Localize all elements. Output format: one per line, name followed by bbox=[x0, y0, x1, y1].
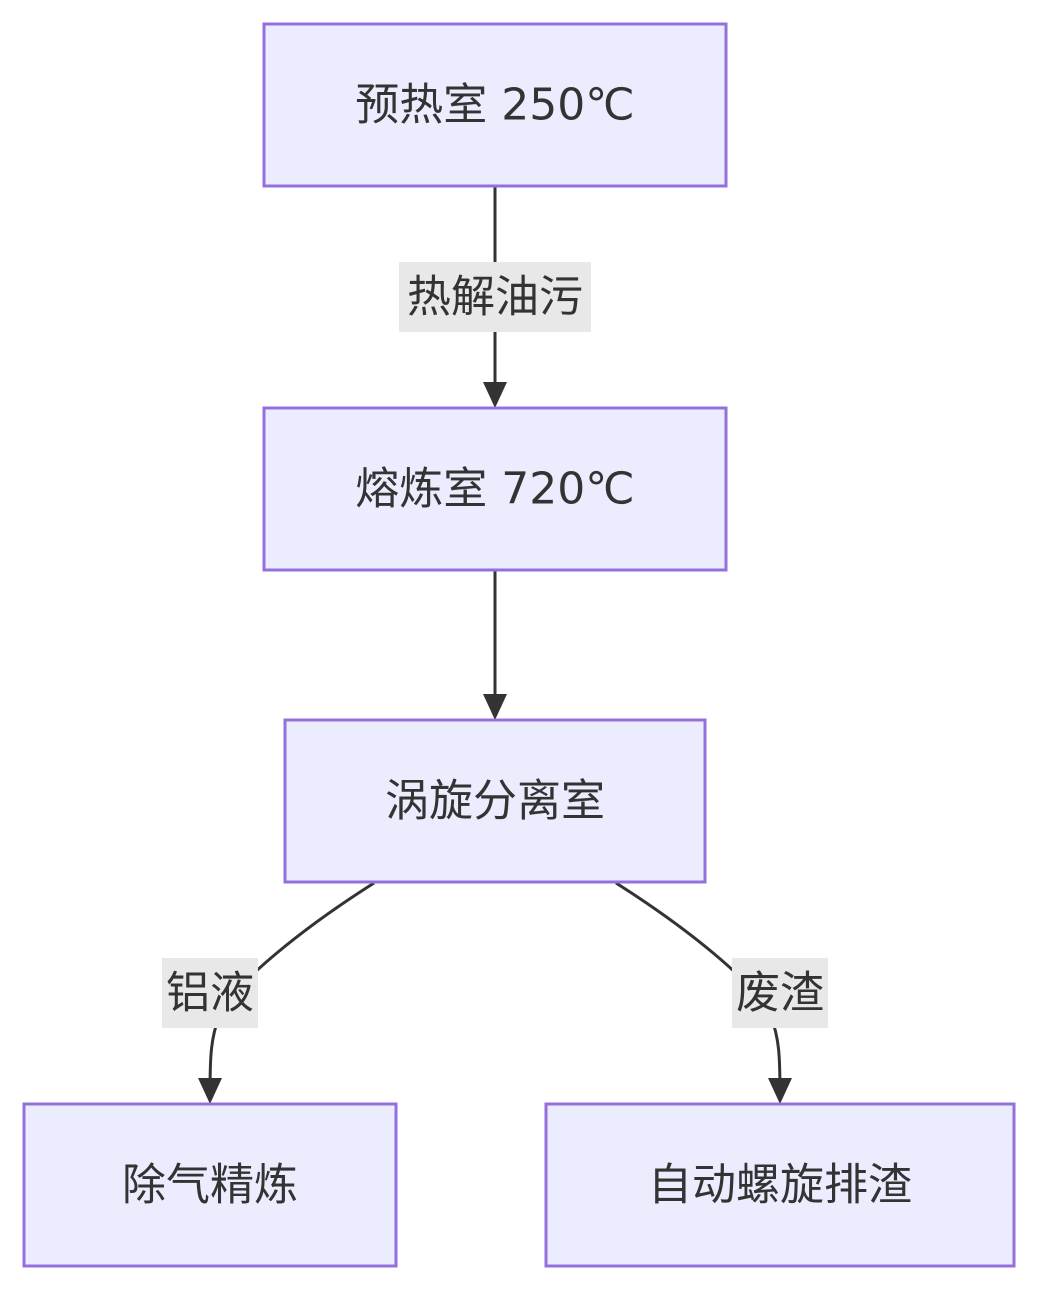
edge-label-text: 热解油污 bbox=[407, 272, 583, 323]
node-vortex-separation-chamber[interactable]: 涡旋分离室 bbox=[283, 718, 707, 884]
node-preheat-chamber[interactable]: 预热室 250℃ bbox=[262, 22, 728, 188]
edge-label-text: 废渣 bbox=[736, 968, 824, 1019]
node-melting-chamber[interactable]: 熔炼室 720℃ bbox=[262, 406, 728, 572]
edge-melt-to-vortex bbox=[483, 571, 507, 720]
node-degassing-refining[interactable]: 除气精炼 bbox=[22, 1102, 398, 1268]
edge-label-preheat-melt: 热解油污 bbox=[399, 262, 591, 332]
node-label: 涡旋分离室 bbox=[385, 776, 605, 827]
arrowhead-icon bbox=[483, 382, 507, 408]
edge-label-text: 铝液 bbox=[166, 968, 254, 1019]
arrowhead-icon bbox=[768, 1078, 792, 1104]
edge-label-vortex-degas: 铝液 bbox=[162, 958, 258, 1028]
node-label: 熔炼室 720℃ bbox=[355, 464, 634, 515]
node-label: 自动螺旋排渣 bbox=[648, 1160, 912, 1211]
arrowhead-icon bbox=[483, 694, 507, 720]
arrowhead-icon bbox=[198, 1078, 222, 1104]
node-auto-screw-slag-discharge[interactable]: 自动螺旋排渣 bbox=[544, 1102, 1016, 1268]
node-label: 预热室 250℃ bbox=[355, 80, 634, 131]
edge-label-vortex-slag: 废渣 bbox=[732, 958, 828, 1028]
node-label: 除气精炼 bbox=[122, 1160, 298, 1211]
